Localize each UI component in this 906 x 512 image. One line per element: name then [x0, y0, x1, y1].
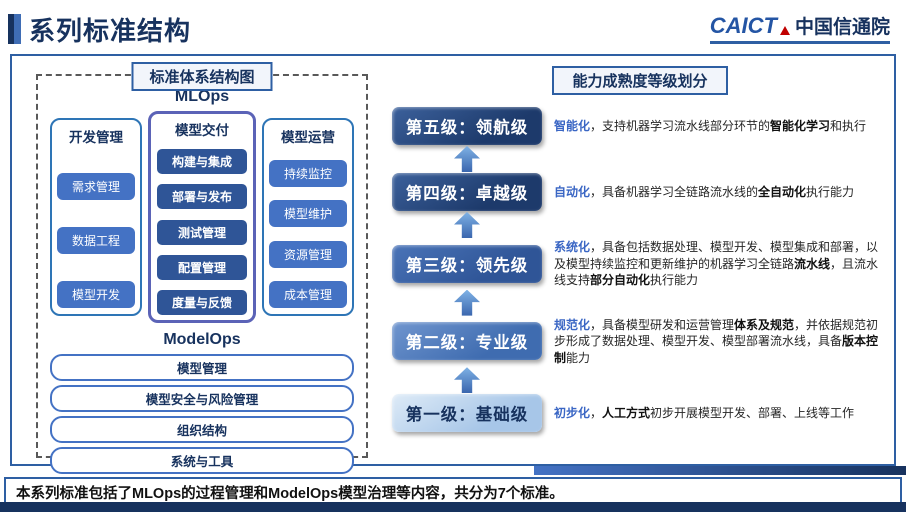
- level-4-box: 第四级：卓越级: [392, 173, 542, 211]
- maturity-level-row: 第二级：专业级 规范化，具备模型研发和运营管理体系及规范，并依据规范初步形成了数…: [392, 317, 888, 367]
- mlops-label: MLOps: [174, 88, 230, 105]
- dev-management-column: 开发管理 需求管理 数据工程 模型开发: [50, 118, 142, 316]
- mlops-columns: 开发管理 需求管理 数据工程 模型开发 模型交付 构建与集成 部署与发布 测试管…: [50, 111, 354, 323]
- maturity-level-row: 第一级：基础级 初步化，人工方式初步开展模型开发、部署、上线等工作: [392, 394, 888, 433]
- caict-logo-red-mark: [779, 25, 790, 35]
- main-content-frame: 标准体系结构图 MLOps 开发管理 需求管理 数据工程 模型开发 模型交付 构…: [10, 54, 896, 474]
- mlops-item-chip: 度量与反馈: [157, 289, 247, 315]
- mlops-item-chip: 测试管理: [157, 219, 247, 245]
- maturity-panel: 能力成熟度等级划分 第五级：领航级 智能化，支持机器学习流水线部分环节的智能化学…: [392, 66, 888, 433]
- model-operations-column: 模型运营 持续监控 模型维护 资源管理 成本管理: [262, 118, 354, 316]
- maturity-level-row: 第三级：领先级 系统化，具备包括数据处理、模型开发、模型集成和部署，以及模型持续…: [392, 239, 888, 289]
- up-arrow-icon: [454, 146, 480, 172]
- level-3-description: 系统化，具备包括数据处理、模型开发、模型集成和部署，以及模型持续监控和更新维护的…: [554, 240, 879, 288]
- level-2-description: 规范化，具备模型研发和运营管理体系及规范，并依据规范初步形成了数据处理、模型开发…: [554, 317, 879, 365]
- decorative-gradient-bar: [534, 466, 906, 475]
- mlops-item-chip: 需求管理: [57, 173, 135, 200]
- model-operations-header: 模型运营: [281, 130, 335, 145]
- caict-logo-cn-text: 中国信通院: [794, 16, 890, 38]
- modelops-label: ModelOps: [163, 331, 241, 348]
- mlops-item-chip: 数据工程: [57, 227, 135, 254]
- level-3-box: 第三级：领先级: [392, 244, 542, 283]
- caict-logo-text: CAICT: [709, 12, 777, 38]
- header: 系列标准结构 CAICT 中国信通院: [0, 0, 906, 52]
- model-delivery-column: 模型交付 构建与集成 部署与发布 测试管理 配置管理 度量与反馈: [148, 111, 256, 323]
- title-accent-mark: [8, 14, 21, 44]
- level-5-description: 智能化，支持机器学习流水线部分环节的智能化学习和执行: [554, 118, 867, 133]
- mlops-item-chip: 资源管理: [269, 240, 347, 268]
- model-delivery-header: 模型交付: [175, 123, 229, 138]
- mlops-item-chip: 模型维护: [269, 200, 347, 227]
- maturity-level-row: 第四级：卓越级 自动化，具备机器学习全链路流水线的全自动化执行能力: [392, 173, 888, 211]
- caict-logo: CAICT 中国信通院: [709, 12, 890, 44]
- dev-management-header: 开发管理: [69, 130, 123, 145]
- level-4-description: 自动化，具备机器学习全链路流水线的全自动化执行能力: [554, 184, 855, 199]
- footer-summary-text: 本系列标准包括了MLOps的过程管理和ModelOps模型治理等内容，共分为7个…: [16, 486, 564, 502]
- standard-structure-panel: 标准体系结构图 MLOps 开发管理 需求管理 数据工程 模型开发 模型交付 构…: [36, 62, 368, 474]
- modelops-bar: 系统与工具: [50, 447, 354, 474]
- standard-structure-panel-title: 标准体系结构图: [131, 62, 273, 91]
- mlops-item-chip: 部署与发布: [157, 184, 247, 210]
- modelops-bar: 模型安全与风险管理: [50, 385, 354, 412]
- mlops-item-chip: 模型开发: [57, 281, 135, 308]
- page-title: 系列标准结构: [29, 15, 192, 46]
- maturity-panel-title: 能力成熟度等级划分: [552, 66, 728, 95]
- title-block: 系列标准结构: [8, 11, 191, 48]
- modelops-bar: 组织结构: [50, 416, 354, 443]
- up-arrow-icon: [454, 367, 480, 394]
- level-1-box: 第一级：基础级: [392, 394, 542, 433]
- level-1-description: 初步化，人工方式初步开展模型开发、部署、上线等工作: [554, 406, 855, 420]
- up-arrow-icon: [454, 212, 480, 238]
- mlops-item-chip: 成本管理: [269, 281, 347, 308]
- up-arrow-icon: [454, 289, 480, 316]
- level-5-box: 第五级：领航级: [392, 107, 542, 145]
- mlops-item-chip: 构建与集成: [157, 149, 247, 175]
- maturity-level-row: 第五级：领航级 智能化，支持机器学习流水线部分环节的智能化学习和执行: [392, 107, 888, 145]
- mlops-item-chip: 持续监控: [269, 159, 347, 187]
- level-2-box: 第二级：专业级: [392, 322, 542, 361]
- bottom-accent-bar: [0, 502, 906, 512]
- mlops-item-chip: 配置管理: [157, 254, 247, 280]
- modelops-bar: 模型管理: [50, 354, 354, 381]
